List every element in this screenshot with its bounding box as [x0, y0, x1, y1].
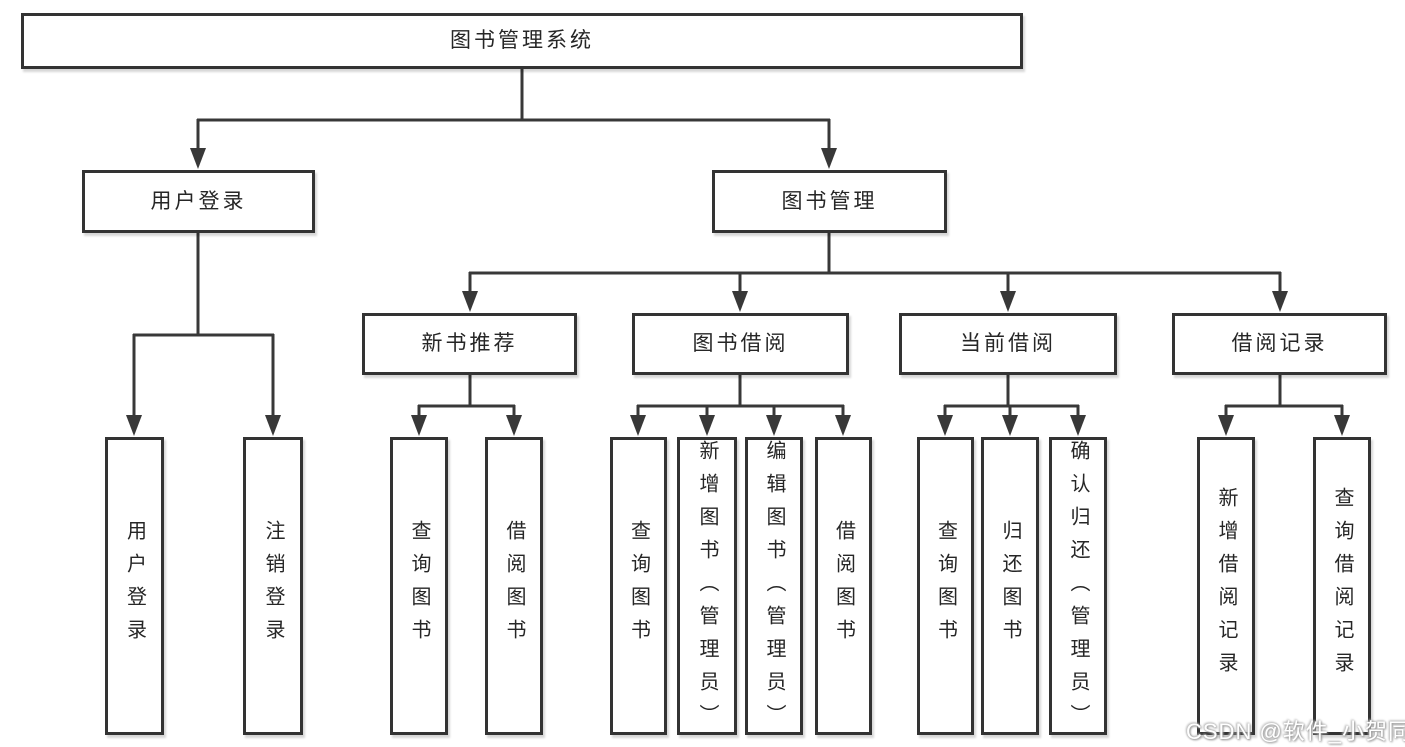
- node-root: 图书管理系统: [21, 13, 1023, 69]
- leaf-user-login: 用户登录: [105, 437, 164, 735]
- node-book-borrow: 图书借阅: [632, 313, 849, 375]
- leaf-logout-label: 注销登录: [262, 520, 284, 652]
- edge-new-books-to-leaves: [417, 374, 516, 418]
- node-current-borrow: 当前借阅: [899, 313, 1117, 375]
- edge-current-borrow-to-leaves: [943, 374, 1080, 418]
- edge-book-mgmt-to-level3: [468, 232, 1282, 294]
- leaf-borrow-books-label: 借阅图书: [832, 520, 855, 652]
- edge-borrow-records-to-leaves: [1224, 374, 1344, 418]
- leaf-add-books-admin: 新增图书（管理员）: [677, 437, 737, 737]
- arrowheads-user-login: [126, 415, 281, 436]
- node-borrow-records-label: 借阅记录: [1231, 332, 1328, 356]
- leaf-borrow-query-books: 查询图书: [610, 437, 667, 735]
- arrowheads-level3: [462, 291, 1288, 312]
- arrowheads-new-books: [411, 415, 522, 436]
- leaf-current-query-books-label: 查询图书: [934, 520, 957, 652]
- node-book-management: 图书管理: [712, 170, 947, 233]
- leaf-borrow-books: 借阅图书: [815, 437, 872, 735]
- leaf-confirm-return-admin-label: 确认归还（管理员）: [1067, 440, 1089, 737]
- edge-root-to-level2: [196, 68, 831, 150]
- edge-user-login-to-leaves: [132, 232, 275, 418]
- leaf-return-books-label: 归还图书: [999, 520, 1021, 652]
- leaf-borrow-query-books-label: 查询图书: [627, 520, 650, 652]
- leaf-query-borrow-record: 查询借阅记录: [1313, 437, 1371, 735]
- node-root-label: 图书管理系统: [450, 29, 594, 53]
- edge-book-borrow-to-leaves: [636, 374, 845, 418]
- leaf-query-borrow-record-label: 查询借阅记录: [1331, 487, 1353, 685]
- leaf-edit-books-admin: 编辑图书（管理员）: [745, 437, 803, 737]
- node-book-borrow-label: 图书借阅: [692, 332, 789, 356]
- node-current-borrow-label: 当前借阅: [960, 332, 1056, 356]
- arrowheads-level2: [190, 148, 837, 169]
- node-new-book-recommend-label: 新书推荐: [421, 332, 518, 356]
- node-user-login: 用户登录: [82, 170, 315, 233]
- leaf-add-books-admin-label: 新增图书（管理员）: [696, 440, 718, 737]
- leaf-logout: 注销登录: [243, 437, 303, 735]
- leaf-recommend-borrow-books: 借阅图书: [485, 437, 543, 735]
- leaf-add-borrow-record-label: 新增借阅记录: [1215, 487, 1237, 685]
- node-book-management-label: 图书管理: [781, 189, 878, 213]
- leaf-current-query-books: 查询图书: [917, 437, 974, 735]
- node-borrow-records: 借阅记录: [1172, 313, 1387, 375]
- leaf-return-books: 归还图书: [981, 437, 1039, 735]
- node-new-book-recommend: 新书推荐: [362, 313, 577, 375]
- watermark-text: CSDN @软件_小贺同学: [1186, 719, 1405, 744]
- leaf-edit-books-admin-label: 编辑图书（管理员）: [763, 440, 785, 737]
- leaf-recommend-borrow-books-label: 借阅图书: [503, 520, 525, 652]
- arrowheads-borrow-records: [1218, 415, 1350, 436]
- arrowheads-book-borrow: [630, 415, 851, 436]
- leaf-recommend-query-books: 查询图书: [390, 437, 448, 735]
- leaf-confirm-return-admin: 确认归还（管理员）: [1049, 437, 1107, 737]
- leaf-user-login-label: 用户登录: [123, 520, 146, 652]
- leaf-recommend-query-books-label: 查询图书: [408, 520, 430, 652]
- leaf-add-borrow-record: 新增借阅记录: [1197, 437, 1255, 735]
- arrowheads-current-borrow: [937, 415, 1086, 436]
- node-user-login-label: 用户登录: [150, 189, 247, 213]
